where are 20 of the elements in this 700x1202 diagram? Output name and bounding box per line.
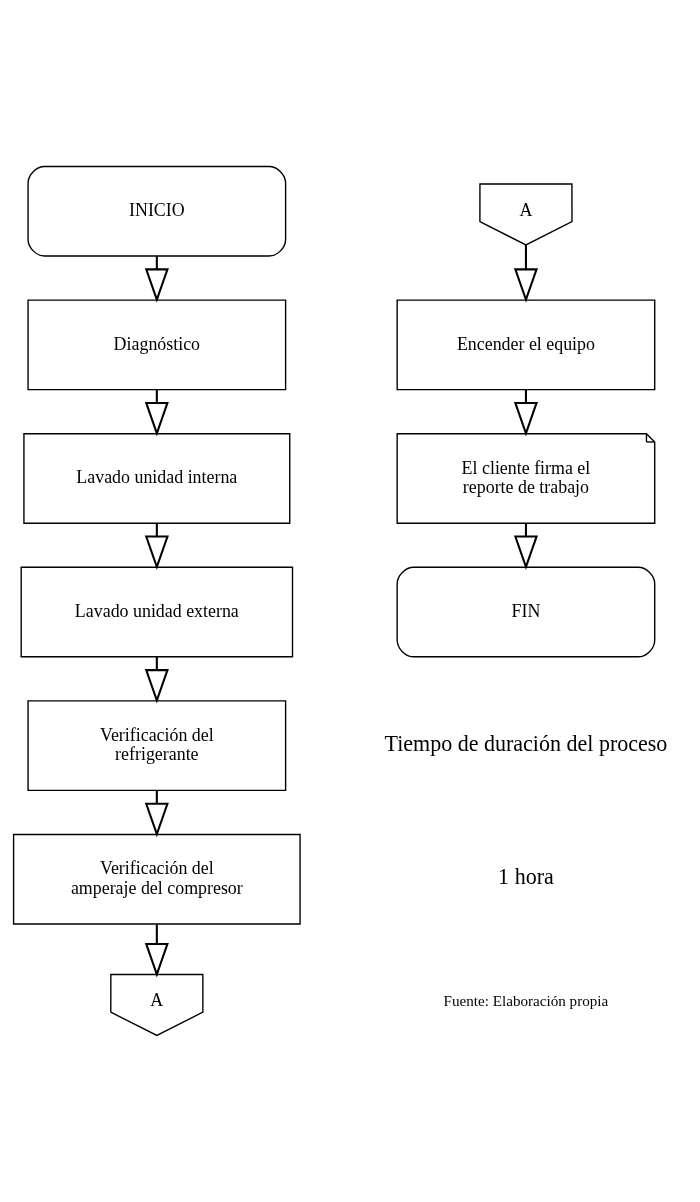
node-box: Verificación del amperaje del compresor (12, 833, 301, 925)
arrow (513, 245, 538, 303)
arrow (513, 389, 538, 437)
node-box: Lavado unidad interna (23, 433, 291, 524)
arrow (144, 256, 169, 303)
node-box: FIN (396, 566, 656, 658)
node-box: Diagnóstico (27, 299, 287, 391)
arrow (513, 523, 538, 570)
arrow (144, 790, 169, 838)
node-box: Verificación del refrigerante (27, 700, 287, 792)
arrow (144, 924, 169, 978)
arrow (144, 389, 169, 437)
label: Tiempo de duración del proceso (384, 730, 668, 756)
node-box: INICIO (27, 165, 287, 257)
node-box: Encender el equipo (396, 299, 656, 391)
label: Fuente: Elaboración propia (443, 992, 609, 1009)
label: 1 hora (498, 864, 554, 890)
arrow (144, 523, 169, 570)
arrow (144, 657, 169, 704)
node-box: Lavado unidad externa (20, 566, 294, 658)
